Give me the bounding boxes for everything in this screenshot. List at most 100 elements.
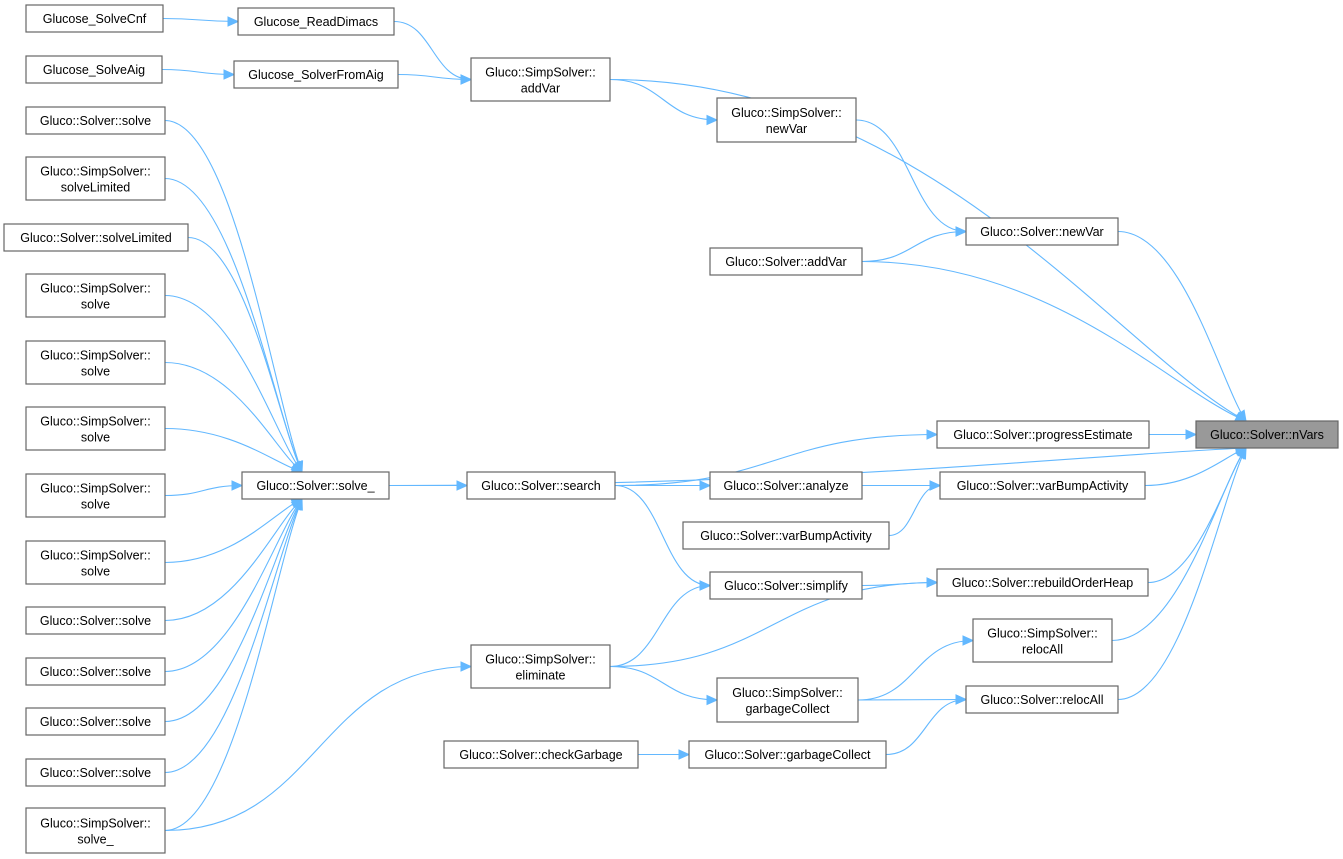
node-varBump[interactable]: Gluco::Solver::varBumpActivity bbox=[939, 471, 1146, 500]
edge-solve5-to-solveU bbox=[164, 497, 303, 774]
node-label: Glucose_SolveAig bbox=[43, 63, 145, 77]
node-readDimacs[interactable]: Glucose_ReadDimacs bbox=[237, 7, 395, 36]
node-simpReloc[interactable]: Gluco::SimpSolver::relocAll bbox=[972, 618, 1113, 663]
node-label: solve bbox=[81, 298, 110, 312]
edge-eliminate-to-simplify bbox=[609, 580, 712, 668]
arrowhead-icon bbox=[926, 429, 939, 440]
node-varBump2[interactable]: Gluco::Solver::varBumpActivity bbox=[682, 521, 890, 550]
edge-reloc-to-nVars bbox=[1117, 446, 1247, 701]
node-box bbox=[965, 685, 1119, 714]
arrowhead-icon bbox=[460, 74, 473, 85]
node-label: Gluco::Solver::rebuildOrderHeap bbox=[952, 576, 1133, 590]
node-newVar[interactable]: Gluco::Solver::newVar bbox=[965, 217, 1119, 246]
edge-solve4-to-solveU bbox=[164, 497, 303, 723]
node-simpSolve3[interactable]: Gluco::SimpSolver::solve bbox=[25, 406, 166, 451]
node-label: Gluco::Solver::garbageCollect bbox=[704, 748, 871, 762]
node-box bbox=[709, 571, 863, 600]
arrowhead-icon bbox=[1185, 429, 1198, 440]
node-label: Glucose_ReadDimacs bbox=[254, 15, 378, 29]
node-simpAddVar[interactable]: Gluco::SimpSolver::addVar bbox=[470, 57, 611, 102]
node-simpNewVar[interactable]: Gluco::SimpSolver::newVar bbox=[716, 97, 857, 143]
node-search[interactable]: Gluco::Solver::search bbox=[466, 471, 616, 500]
node-analyze[interactable]: Gluco::Solver::analyze bbox=[709, 471, 863, 500]
node-progress[interactable]: Gluco::Solver::progressEstimate bbox=[936, 420, 1150, 449]
node-simpGC[interactable]: Gluco::SimpSolver::garbageCollect bbox=[716, 677, 859, 723]
nodes: Glucose_SolveCnf Glucose_ReadDimacsGlucos… bbox=[3, 4, 1339, 854]
node-box bbox=[25, 606, 166, 635]
node-label: addVar bbox=[521, 82, 560, 96]
node-box bbox=[939, 471, 1146, 500]
node-box bbox=[25, 55, 163, 84]
edge-simpSolve2-to-solveU bbox=[164, 361, 303, 473]
node-box bbox=[3, 223, 189, 252]
node-label: Gluco::Solver::solve bbox=[40, 114, 151, 128]
node-box bbox=[682, 521, 890, 550]
node-label: solve bbox=[81, 365, 110, 379]
node-simpSolve5[interactable]: Gluco::SimpSolver::solve bbox=[25, 540, 166, 585]
node-box bbox=[716, 677, 859, 723]
node-solve1[interactable]: Gluco::Solver::solve bbox=[25, 106, 166, 135]
node-label: solve bbox=[81, 498, 110, 512]
node-solve4[interactable]: Gluco::Solver::solve bbox=[25, 707, 166, 736]
node-solveCnf[interactable]: Glucose_SolveCnf bbox=[25, 4, 164, 33]
node-box bbox=[25, 540, 166, 585]
arrowhead-icon bbox=[926, 577, 939, 588]
node-label: Gluco::SimpSolver:: bbox=[987, 627, 1097, 641]
node-label: Gluco::Solver::checkGarbage bbox=[459, 748, 622, 762]
arrowhead-icon bbox=[456, 480, 469, 491]
node-label: Gluco::Solver::solve bbox=[40, 766, 151, 780]
node-solverFromAig[interactable]: Glucose_SolverFromAig bbox=[233, 60, 399, 89]
node-simpSolveU[interactable]: Gluco::SimpSolver::solve_ bbox=[25, 807, 166, 854]
node-reloc[interactable]: Gluco::Solver::relocAll bbox=[965, 685, 1119, 714]
node-label: Gluco::Solver::varBumpActivity bbox=[957, 479, 1129, 493]
node-box bbox=[936, 420, 1150, 449]
arrowhead-icon bbox=[962, 635, 975, 646]
node-rebuild[interactable]: Gluco::Solver::rebuildOrderHeap bbox=[936, 568, 1149, 597]
node-simpSolveLimited[interactable]: Gluco::SimpSolver::solveLimited bbox=[25, 156, 166, 201]
node-simplify[interactable]: Gluco::Solver::simplify bbox=[709, 571, 863, 600]
node-eliminate[interactable]: Gluco::SimpSolver::eliminate bbox=[470, 644, 611, 689]
node-solve2[interactable]: Gluco::Solver::solve bbox=[25, 606, 166, 635]
edge-eliminate-to-rebuild bbox=[609, 577, 939, 668]
node-gc[interactable]: Gluco::Solver::garbageCollect bbox=[688, 740, 887, 769]
node-label: Gluco::Solver::nVars bbox=[1210, 428, 1324, 442]
node-box bbox=[233, 60, 399, 89]
node-addVar[interactable]: Gluco::Solver::addVar bbox=[709, 247, 863, 276]
node-simpSolve4[interactable]: Gluco::SimpSolver::solve bbox=[25, 473, 166, 518]
node-label: Gluco::Solver::solve bbox=[40, 665, 151, 679]
node-solveAig[interactable]: Glucose_SolveAig bbox=[25, 55, 163, 84]
node-label: Gluco::SimpSolver:: bbox=[40, 415, 150, 429]
node-label: solve bbox=[81, 431, 110, 445]
node-box bbox=[709, 471, 863, 500]
node-box bbox=[25, 758, 166, 787]
node-box bbox=[965, 217, 1119, 246]
edge-simpNewVar-to-newVar bbox=[855, 119, 968, 237]
node-label: Gluco::SimpSolver:: bbox=[731, 106, 841, 120]
arrowhead-icon bbox=[1236, 446, 1247, 460]
node-label: Gluco::SimpSolver:: bbox=[485, 66, 595, 80]
edge-gc-to-reloc bbox=[885, 694, 968, 756]
edge-simpGC-to-simpReloc bbox=[857, 635, 975, 701]
node-solve3[interactable]: Gluco::Solver::solve bbox=[25, 657, 166, 686]
node-nVars[interactable]: Gluco::Solver::nVars bbox=[1195, 420, 1339, 449]
node-label: Glucose_SolveCnf bbox=[43, 12, 147, 26]
edge-simpSolveU-to-eliminate bbox=[164, 661, 473, 832]
edge-search-to-progress bbox=[614, 429, 939, 487]
node-box bbox=[470, 644, 611, 689]
node-solveLimited[interactable]: Gluco::Solver::solveLimited bbox=[3, 223, 189, 252]
node-label: Gluco::SimpSolver:: bbox=[40, 165, 150, 179]
node-label: Gluco::Solver::progressEstimate bbox=[953, 428, 1132, 442]
node-solve5[interactable]: Gluco::Solver::solve bbox=[25, 758, 166, 787]
node-checkGarbage[interactable]: Gluco::Solver::checkGarbage bbox=[443, 740, 639, 769]
node-solveU[interactable]: Gluco::Solver::solve_ bbox=[241, 471, 390, 500]
node-box bbox=[470, 57, 611, 102]
edge-newVar-to-nVars bbox=[1117, 230, 1247, 423]
edge-rebuild-to-nVars bbox=[1147, 447, 1247, 584]
node-label: Gluco::Solver::analyze bbox=[723, 479, 848, 493]
node-label: Gluco::Solver::simplify bbox=[724, 579, 848, 593]
node-simpSolve2[interactable]: Gluco::SimpSolver::solve bbox=[25, 340, 166, 385]
edge-solveAig-to-solverFromAig bbox=[161, 68, 236, 80]
node-simpSolve1[interactable]: Gluco::SimpSolver::solve bbox=[25, 273, 166, 318]
node-label: Gluco::SimpSolver:: bbox=[485, 653, 595, 667]
